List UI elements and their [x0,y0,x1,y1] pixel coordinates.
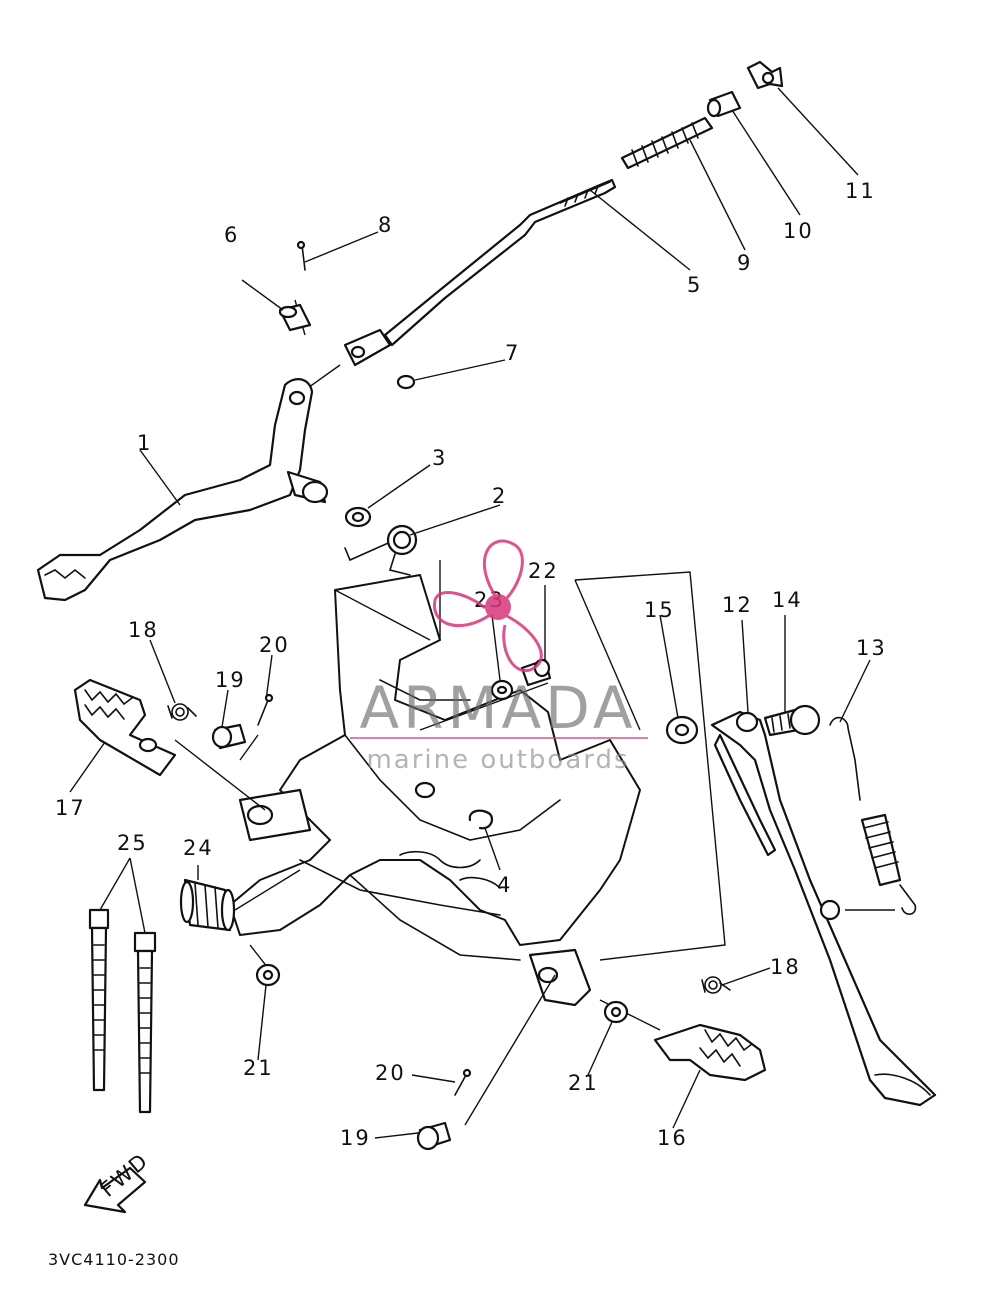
catalog-code: 3VC4110-2300 [48,1250,180,1269]
part-number-labels: 1 2 3 4 5 6 7 8 9 10 11 12 13 14 15 16 1… [55,179,887,1150]
label-part-20-left: 20 [259,633,290,657]
label-part-10: 10 [783,219,814,243]
watermark-tagline: marine outboards [366,745,629,775]
washer-right [603,1000,629,1024]
label-part-15: 15 [644,598,675,622]
watermark: ARMADA marine outboards [350,539,648,775]
propeller-hub [485,594,511,620]
label-part-20-right: 20 [375,1061,406,1085]
label-part-7: 7 [505,341,520,365]
label-part-5: 5 [687,273,702,297]
footpeg-pin-right [416,1121,452,1151]
cable-tie-2 [133,931,157,1114]
footpeg-right [653,1023,767,1082]
return-spring [344,524,418,576]
label-part-12: 12 [722,593,753,617]
forward-arrow-icon: FWD [83,1148,153,1214]
label-part-18-right: 18 [770,955,801,979]
nut-23 [490,679,514,701]
label-part-22: 22 [528,559,559,583]
label-part-17: 17 [55,796,86,820]
label-part-19-right: 19 [340,1126,371,1150]
propeller-logo-icon [433,539,543,672]
footpeg-pin-left [211,723,247,750]
sidestand [710,710,937,1107]
label-part-24: 24 [183,836,214,860]
wing-nut [746,60,784,90]
label-part-18-left: 18 [128,618,159,642]
cotter-pin-right [454,1068,472,1096]
label-part-1: 1 [137,431,152,455]
nut-small [396,374,416,390]
footpeg-spring-right [701,976,731,994]
label-part-13: 13 [856,636,887,660]
label-part-3: 3 [432,446,447,470]
label-part-16: 16 [657,1126,688,1150]
pivot-bolt [763,704,821,737]
footpeg-left [73,678,177,777]
label-part-11: 11 [845,179,876,203]
label-part-21-left: 21 [243,1056,274,1080]
brake-pedal [36,378,329,602]
label-part-2: 2 [492,484,507,508]
label-part-14: 14 [772,588,803,612]
label-part-6: 6 [224,223,239,247]
bushing [179,878,236,932]
leader-lines [69,87,871,1139]
footpeg-spring-left [167,703,197,721]
washer [344,506,372,528]
cable-tie-1 [88,908,110,1092]
label-part-21-right: 21 [568,1071,599,1095]
collar [665,715,699,745]
cotter-pin-left [257,693,274,726]
label-part-8: 8 [378,213,393,237]
cotter-pin [296,240,306,271]
washer-left [255,963,281,987]
label-part-9: 9 [737,251,752,275]
label-part-4: 4 [497,873,512,897]
circlip [414,781,494,830]
rod-adjuster [706,90,742,118]
assembly-guide-lines [174,299,895,1126]
clevis-pin [278,303,312,332]
rod-spring [620,116,714,170]
label-part-19-left: 19 [215,668,246,692]
label-part-25: 25 [117,831,148,855]
sidestand-spring [819,716,917,921]
brake-rod [343,178,617,367]
watermark-brand: ARMADA [359,674,636,742]
